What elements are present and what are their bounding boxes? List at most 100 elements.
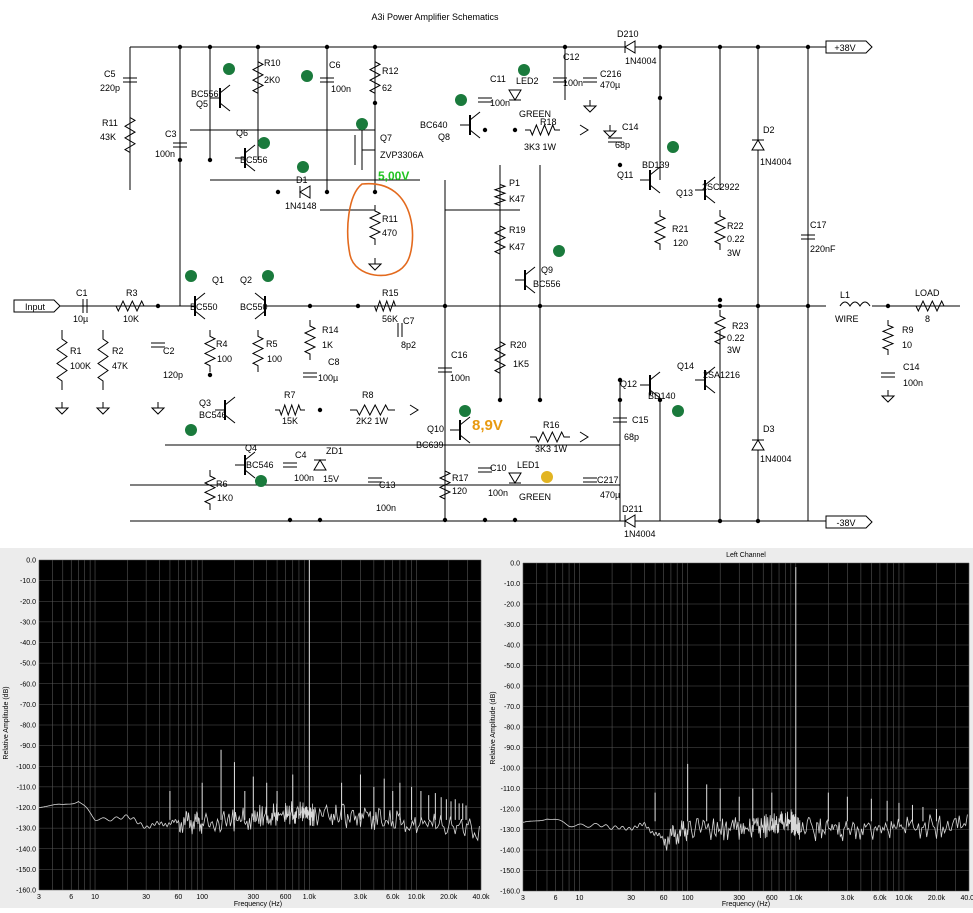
- resistor-r8: [350, 403, 395, 417]
- junction: [372, 189, 378, 195]
- led-led2: [508, 89, 522, 101]
- component-label: K47: [509, 194, 525, 204]
- junction: [497, 397, 503, 403]
- test-point-marker: [255, 475, 267, 487]
- y-tick-label: 0.0: [26, 558, 36, 565]
- junction: [617, 377, 623, 383]
- component-label: R3: [126, 288, 138, 298]
- y-tick-label: -140.0: [500, 848, 520, 855]
- ground-symbol: [54, 402, 70, 415]
- test-point-marker: [258, 137, 270, 149]
- component-label: C216: [600, 69, 622, 79]
- schematic-title: A3i Power Amplifier Schematics: [371, 12, 499, 22]
- junction: [805, 44, 811, 50]
- resistor-r4: [203, 330, 217, 372]
- y-tick-label: -160.0: [500, 889, 520, 896]
- junction: [177, 44, 183, 50]
- component-label: LED1: [517, 460, 540, 470]
- transistor-q5: [219, 102, 231, 112]
- x-tick-label: 30: [142, 894, 150, 901]
- component-label: R6: [216, 479, 228, 489]
- component-label: 1N4004: [760, 454, 792, 464]
- schematic-wires: [60, 46, 960, 522]
- potentiometer-p1: [493, 180, 507, 210]
- junction: [755, 303, 761, 309]
- component-label: GREEN: [519, 109, 551, 119]
- component-label: 100n: [563, 78, 583, 88]
- resistor-r11-470: [368, 205, 382, 245]
- transistor-q4: [244, 469, 256, 479]
- zener-zd1: [313, 459, 327, 471]
- component-label: R20: [510, 340, 527, 350]
- component-label: Q6: [236, 128, 248, 138]
- component-label: 43K: [100, 132, 116, 142]
- plot-2-title: Left Channel: [726, 552, 766, 559]
- schematic-markers: [155, 44, 891, 524]
- junction: [717, 303, 723, 309]
- junction: [207, 44, 213, 50]
- noise-floor-trace: [522, 809, 968, 851]
- inductor-l1: [839, 301, 871, 307]
- x-tick-label: 3: [521, 895, 525, 902]
- x-tick-label: 1.0k: [303, 894, 317, 901]
- x-tick-label: 100: [196, 894, 208, 901]
- component-label: 3W: [727, 345, 741, 355]
- spectrum-plot-1: Frequency (Hz) Relative Amplitude (dB) 0…: [3, 558, 490, 909]
- y-tick-label: -110.0: [501, 786, 520, 793]
- component-label: 0.22: [727, 234, 745, 244]
- component-label: R11: [382, 214, 398, 224]
- junction: [275, 189, 281, 195]
- plot-1-ylabel: Relative Amplitude (dB): [3, 686, 10, 759]
- y-tick-label: 0.0: [510, 561, 520, 568]
- test-point-marker: [356, 118, 368, 130]
- x-tick-label: 60: [175, 894, 183, 901]
- x-tick-label: 20.0k: [440, 894, 458, 901]
- resistor-r5: [251, 330, 265, 372]
- junction: [317, 517, 323, 523]
- resistor-r1: [56, 330, 68, 390]
- x-tick-label: 600: [766, 895, 778, 902]
- component-label: 470µ: [600, 80, 620, 90]
- x-tick-label: 1.0k: [789, 895, 803, 902]
- component-label: 3K3 1W: [524, 142, 557, 152]
- transistor-q1: [194, 310, 206, 320]
- y-tick-label: -60.0: [504, 684, 520, 691]
- junction: [442, 303, 448, 309]
- junction: [512, 517, 518, 523]
- diode-d211: [624, 514, 636, 528]
- component-label: R9: [902, 325, 914, 335]
- y-tick-label: -40.0: [504, 643, 520, 650]
- resistor-r10: [251, 55, 265, 100]
- ground-symbol: [367, 258, 383, 271]
- transistor-q14: [704, 366, 716, 376]
- component-label: 10µ: [73, 314, 88, 324]
- y-tick-label: -160.0: [16, 888, 36, 895]
- led-led1: [508, 472, 522, 484]
- resistor-r21: [653, 210, 667, 250]
- component-label: C6: [329, 60, 341, 70]
- test-point-marker: [262, 270, 274, 282]
- transistor-q10: [459, 416, 471, 426]
- plot-1-xlabel: Frequency (Hz): [234, 901, 282, 908]
- component-label: D210: [617, 29, 639, 39]
- transistor-q9: [524, 284, 536, 294]
- diode-d3: [751, 439, 765, 451]
- y-tick-label: -50.0: [504, 663, 520, 670]
- junction: [537, 303, 543, 309]
- y-tick-label: -80.0: [504, 725, 520, 732]
- component-label: 56K: [382, 314, 398, 324]
- y-tick-label: -70.0: [504, 704, 520, 711]
- resistor-r22: [713, 210, 727, 250]
- junction: [537, 397, 543, 403]
- component-label: C16: [451, 350, 468, 360]
- component-label: R18: [540, 117, 557, 127]
- component-label: 100n: [155, 149, 175, 159]
- input-terminal: Input: [13, 299, 61, 313]
- component-label: BC550: [190, 302, 218, 312]
- transistor-q13: [704, 194, 716, 204]
- component-label: WIRE: [835, 314, 859, 324]
- junction: [442, 517, 448, 523]
- junction: [657, 44, 663, 50]
